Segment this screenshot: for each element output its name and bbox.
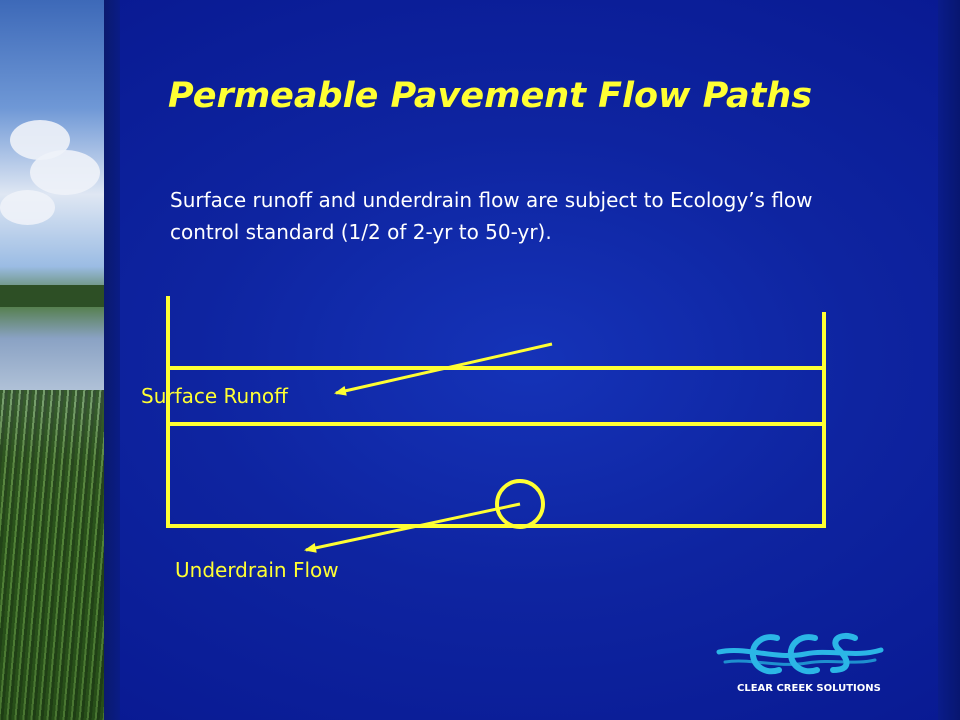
surface-runoff-arrow (334, 342, 553, 396)
logo-text: CLEAR CREEK SOLUTIONS (737, 683, 881, 694)
underdrain-flow-arrow (304, 502, 521, 553)
slide-subtitle: Surface runoff and underdrain flow are s… (170, 188, 813, 244)
nature-photo-strip (0, 0, 104, 720)
underdrain-pipe (495, 479, 545, 529)
surface-runoff-label: Surface Runoff (141, 384, 288, 408)
underdrain-flow-label: Underdrain Flow (175, 558, 339, 582)
clear-creek-solutions-logo (716, 632, 884, 675)
right-edge-band (938, 0, 960, 720)
dark-divider-band (104, 0, 120, 720)
slide-title: Permeable Pavement Flow Paths (168, 76, 813, 116)
